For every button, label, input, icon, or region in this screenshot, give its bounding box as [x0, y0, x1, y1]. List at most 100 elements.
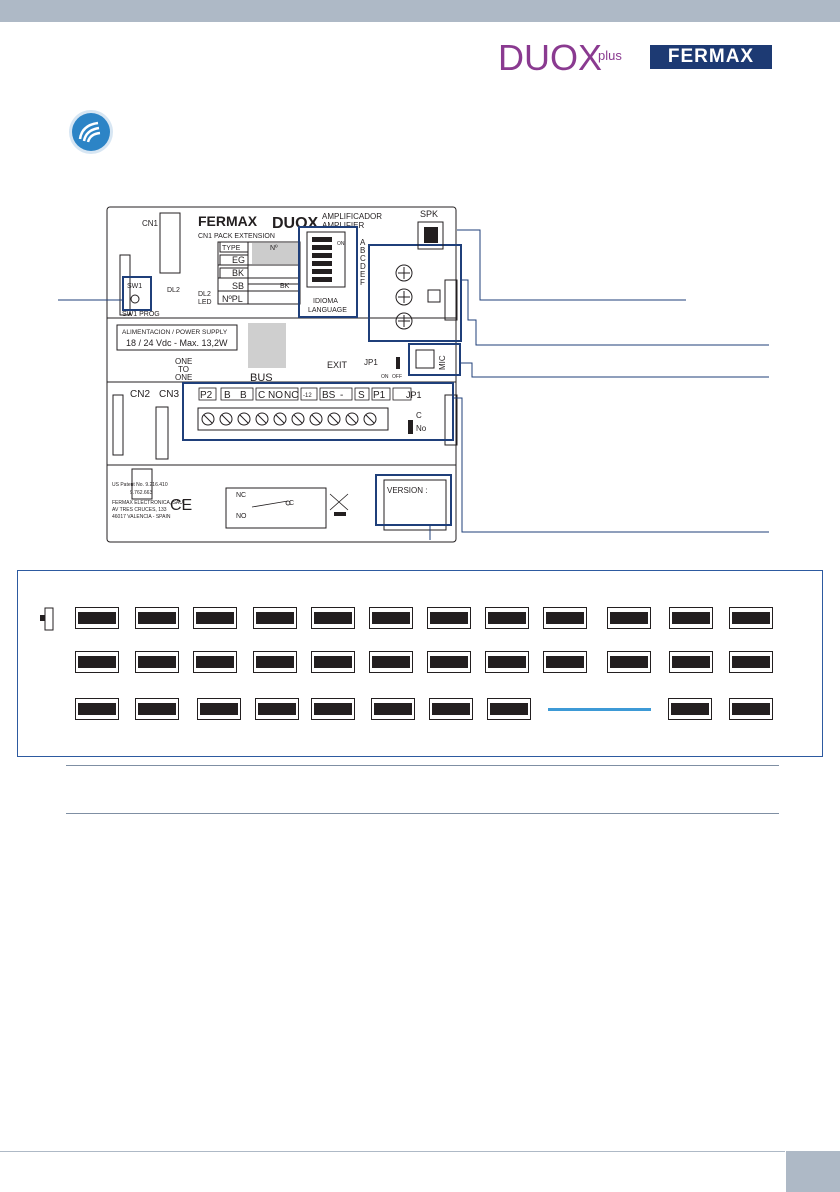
svg-text:JP1: JP1 [406, 390, 422, 400]
dip-switch [135, 698, 179, 720]
dip-switch [311, 607, 355, 629]
svg-text:DL2: DL2 [198, 291, 211, 298]
svg-text:C: C [289, 500, 294, 507]
dip-switch [729, 607, 773, 629]
svg-text:DUOX: DUOX [272, 215, 319, 232]
dip-switch [75, 607, 119, 629]
dip-switch [369, 607, 413, 629]
svg-text:NC: NC [284, 390, 298, 401]
svg-text:9.762.663: 9.762.663 [130, 490, 152, 496]
dip-switch [253, 607, 297, 629]
svg-text:DUOX: DUOX [498, 37, 602, 78]
svg-text:CE: CE [170, 497, 192, 514]
rule-top [66, 765, 779, 766]
svg-text:Nº: Nº [270, 245, 278, 252]
svg-text:CN2: CN2 [130, 389, 150, 400]
svg-text:AMPLIFICADOR: AMPLIFICADOR [322, 212, 382, 221]
dip-row-1 [18, 607, 824, 631]
dip-switch [607, 607, 651, 629]
svg-text:F: F [360, 278, 365, 287]
svg-text:SB: SB [232, 281, 244, 291]
dip-switch [135, 651, 179, 673]
svg-text:NO: NO [236, 513, 247, 520]
amplifier-board-diagram: FERMAX DUOX AMPLIFICADOR AMPLIFIER CN1 C… [58, 206, 769, 543]
dip-switch [369, 651, 413, 673]
dip-switch [485, 651, 529, 673]
svg-text:BUS: BUS [250, 372, 273, 384]
dip-switch [543, 651, 587, 673]
svg-text:C: C [416, 411, 422, 420]
mic-connector-highlight [408, 343, 461, 376]
top-bar [0, 0, 840, 22]
svg-text:A: A [360, 238, 366, 247]
dip-switch [427, 651, 471, 673]
dip-switch [311, 698, 355, 720]
dip-row-2 [18, 651, 824, 675]
svg-text:NO: NO [268, 390, 283, 401]
language-dip-highlight [298, 226, 358, 318]
dip-switch [75, 698, 119, 720]
dip-switch [197, 698, 241, 720]
dip-switch [371, 698, 415, 720]
dip-switch [255, 698, 299, 720]
dip-switch [729, 698, 773, 720]
duox-plus-logo: DUOX plus [498, 37, 622, 78]
dip-switch [135, 607, 179, 629]
svg-text:SW1: SW1 [127, 283, 142, 290]
svg-text:46017 VALENCIA - SPAIN: 46017 VALENCIA - SPAIN [112, 514, 171, 520]
dip-switch-table [17, 570, 823, 757]
svg-text:LED: LED [198, 299, 212, 306]
wifi-wave-icon [69, 110, 113, 154]
dip-switch [669, 651, 713, 673]
svg-text:-: - [340, 390, 343, 401]
svg-text:18 / 24 Vdc - Max. 13,2W: 18 / 24 Vdc - Max. 13,2W [126, 338, 228, 348]
svg-text:EG: EG [232, 255, 245, 265]
svg-text:CN1: CN1 [142, 219, 159, 228]
svg-text:SPK: SPK [420, 209, 438, 219]
svg-text:TO: TO [178, 365, 189, 374]
dip-switch [543, 607, 587, 629]
terminal-block-highlight [182, 382, 454, 441]
dip-switch [311, 651, 355, 673]
dip-switch [607, 651, 651, 673]
dip-switch [193, 651, 237, 673]
svg-text:-12: -12 [303, 393, 312, 399]
dip-switch [485, 607, 529, 629]
svg-text:CN3: CN3 [159, 389, 179, 400]
svg-text:S: S [358, 390, 365, 401]
svg-text:FERMAX: FERMAX [198, 213, 258, 229]
svg-text:ALIMENTACION / POWER SUPPLY: ALIMENTACION / POWER SUPPLY [122, 329, 228, 336]
svg-text:TYPE: TYPE [222, 245, 241, 252]
dip-switch [193, 607, 237, 629]
svg-text:ONE: ONE [175, 373, 192, 382]
svg-text:B: B [360, 246, 365, 255]
dip-switch [669, 607, 713, 629]
svg-text:NºPL: NºPL [222, 294, 243, 304]
svg-text:P1: P1 [373, 390, 386, 401]
version-label-highlight [375, 474, 452, 526]
svg-text:EXIT: EXIT [327, 360, 348, 370]
svg-text:B: B [240, 390, 247, 401]
page-number-box [786, 1151, 840, 1192]
rule-bottom [66, 813, 779, 814]
hatch-area [252, 243, 298, 264]
svg-text:JP1: JP1 [364, 358, 378, 367]
svg-text:LANGUAGE: LANGUAGE [308, 307, 347, 314]
svg-text:plus: plus [598, 48, 622, 63]
svg-text:AMPLIFIER: AMPLIFIER [322, 221, 364, 230]
svg-text:DL2: DL2 [167, 287, 180, 294]
svg-text:NC: NC [236, 492, 246, 499]
svg-text:BS: BS [322, 390, 336, 401]
svg-text:US Patent No. 9.216.410: US Patent No. 9.216.410 [112, 482, 168, 488]
svg-text:C: C [258, 390, 265, 401]
svg-text:MIC: MIC [438, 355, 447, 370]
svg-text:E: E [360, 270, 365, 279]
svg-text:OFF: OFF [392, 374, 402, 380]
dip-switch-legend-icon [40, 607, 54, 631]
svg-text:ONE: ONE [175, 357, 192, 366]
svg-text:C: C [360, 254, 366, 263]
svg-text:No: No [416, 424, 427, 433]
qr-code [248, 323, 286, 368]
dip-switch [729, 651, 773, 673]
svg-text:FERMAX ELECTRONICA, SAU: FERMAX ELECTRONICA, SAU [112, 500, 183, 506]
